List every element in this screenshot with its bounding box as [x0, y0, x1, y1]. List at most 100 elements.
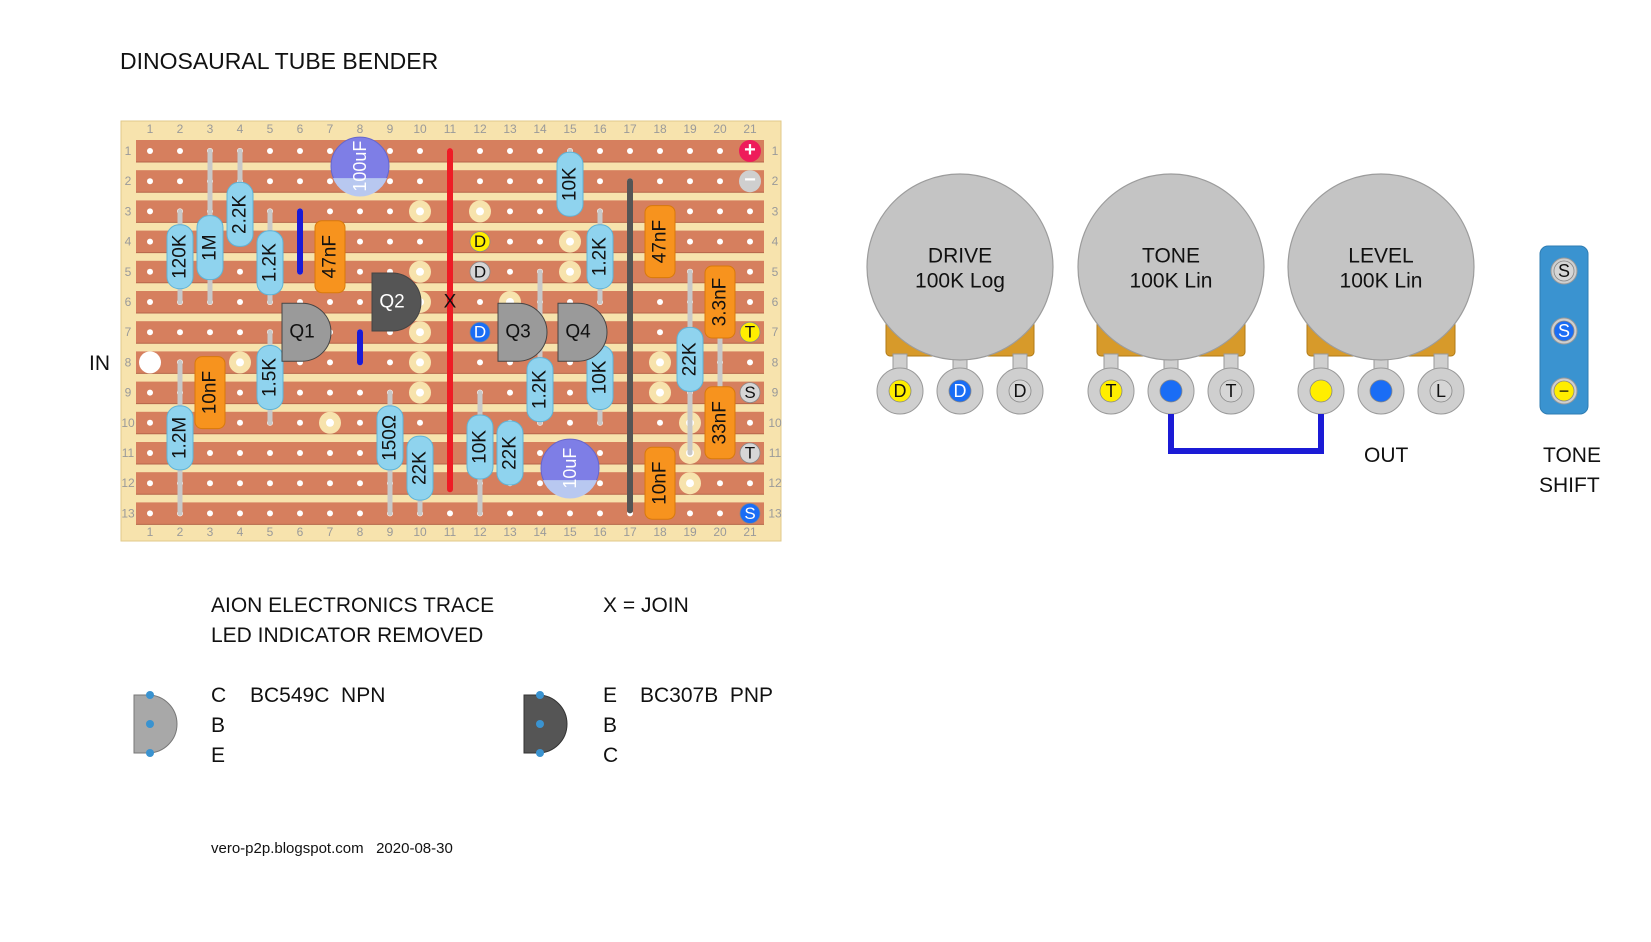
pad-marker-label: D	[474, 232, 486, 251]
resistor: 1.2K	[526, 357, 554, 423]
pnp-transistor-symbol	[523, 691, 568, 757]
hole	[717, 238, 723, 245]
hole	[747, 238, 753, 245]
hole	[747, 299, 753, 305]
resistor-value: 1.2M	[170, 417, 191, 459]
pnp-pin	[536, 691, 544, 699]
transistor-label: Q2	[379, 292, 404, 313]
column-number: 5	[267, 525, 274, 539]
resistor-value: 150Ω	[380, 415, 401, 461]
pot-lug-marker-dot	[1369, 379, 1393, 403]
column-number: 18	[653, 525, 667, 539]
hole	[627, 148, 633, 154]
hole	[237, 389, 243, 396]
resistor-value: 1.5K	[260, 358, 281, 397]
pot-name: LEVEL	[1348, 245, 1413, 268]
column-number: 3	[207, 122, 214, 136]
resistor-body	[376, 405, 404, 471]
hole	[507, 268, 513, 275]
hole	[687, 510, 693, 517]
resistor-body	[526, 357, 554, 423]
transistor-body	[497, 302, 548, 362]
hole	[507, 238, 513, 245]
hole	[477, 178, 483, 185]
hole	[327, 299, 333, 305]
hole	[507, 178, 513, 185]
hole	[476, 207, 484, 216]
pot-knob	[1287, 173, 1475, 361]
hole	[416, 207, 424, 216]
hole	[417, 178, 423, 185]
hole	[237, 510, 243, 517]
transistor: Q2	[371, 272, 422, 332]
pad-marker: D	[469, 261, 491, 283]
row-number: 10	[768, 416, 782, 430]
column-number: 18	[653, 122, 667, 136]
hole	[267, 148, 273, 154]
npn-pin-c: C	[211, 684, 227, 707]
pnp-pin	[536, 720, 544, 728]
column-number: 7	[327, 122, 334, 136]
row-number: 12	[121, 476, 135, 490]
capacitor-body	[704, 386, 736, 460]
column-number: 15	[563, 122, 577, 136]
hole	[177, 178, 183, 185]
hole	[147, 148, 153, 154]
resistor-body	[586, 224, 614, 290]
column-number: 21	[743, 525, 757, 539]
hole	[297, 389, 303, 396]
hole	[687, 208, 693, 215]
hole	[237, 329, 243, 336]
note-led-removed: LED INDICATOR REMOVED	[211, 624, 484, 647]
pnp-pin-b: B	[603, 714, 618, 737]
pot-lug-marker-dot	[1159, 379, 1183, 403]
row-number: 7	[772, 325, 779, 339]
resistor-body	[256, 345, 284, 410]
hole	[566, 267, 574, 276]
row-number: 7	[125, 325, 132, 339]
hole	[297, 419, 303, 426]
row-number: 3	[125, 204, 132, 218]
hole	[357, 238, 363, 245]
pot-value: 100K Lin	[1340, 270, 1423, 293]
pot-lug-marker-dot	[1008, 379, 1032, 403]
hole	[387, 238, 393, 245]
hole	[657, 419, 663, 426]
hole	[387, 148, 393, 154]
hole	[477, 359, 483, 366]
npn-pin	[146, 749, 154, 757]
hole	[267, 178, 273, 185]
resistor-value: 22K	[500, 436, 521, 470]
hole	[416, 328, 424, 337]
hole	[237, 299, 243, 305]
hole	[327, 510, 333, 517]
switch-lug-marker-label: S	[1558, 321, 1570, 341]
hole	[327, 450, 333, 456]
column-number: 9	[387, 122, 394, 136]
column-number: 12	[473, 122, 487, 136]
switch-lug-marker-label: −	[1559, 381, 1570, 401]
npn-pin-e: E	[211, 744, 226, 767]
row-number: 8	[772, 355, 779, 369]
out-label: OUT	[1364, 444, 1409, 467]
hole	[747, 359, 753, 366]
hole	[566, 237, 574, 246]
hole	[537, 510, 543, 517]
column-number: 16	[593, 122, 607, 136]
row-number: 9	[125, 386, 132, 400]
capacitor-body	[704, 265, 736, 339]
hole	[477, 299, 483, 305]
resistor-body	[676, 326, 704, 392]
io-marker-dot	[739, 321, 761, 343]
npn-pin	[146, 691, 154, 699]
capacitor-body	[644, 446, 676, 520]
row-number: 12	[768, 476, 782, 490]
hole	[717, 178, 723, 185]
pot-lug-marker-label: T	[1226, 381, 1237, 401]
resistor-value: 1.2K	[260, 243, 281, 282]
hole	[416, 388, 424, 397]
io-marker-label: S	[744, 504, 755, 523]
film-capacitor: 3.3nF	[704, 265, 736, 339]
row-number: 1	[125, 144, 132, 158]
capacitor-body	[644, 205, 676, 279]
